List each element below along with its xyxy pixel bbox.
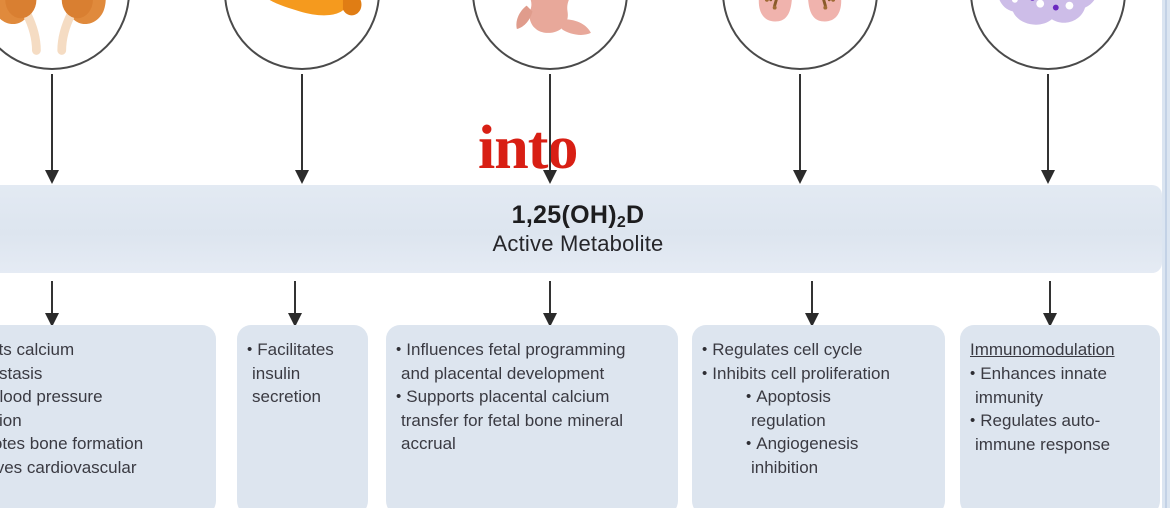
metabolite-formula: 1,25(OH)2D <box>511 200 645 231</box>
outcome-item-text: Improves cardiovascular <box>0 458 137 478</box>
outcome-item-text: immunity <box>975 387 1044 407</box>
bullet-icon: • <box>970 412 976 430</box>
outcome-item: regulation <box>0 410 206 433</box>
outcome-item: •Supports placental calcium <box>396 386 668 409</box>
outcome-item-text: regulation <box>0 410 22 430</box>
bullet-icon: • <box>702 364 708 382</box>
outcome-item: homeostasis <box>0 363 206 386</box>
outcome-item: immune response <box>970 434 1150 457</box>
outcome-item-text: Apoptosis <box>756 387 831 407</box>
outcome-item: inhibition <box>702 457 935 480</box>
outcome-item: health <box>0 481 206 504</box>
bullet-icon: • <box>247 341 253 358</box>
overlay-annotation-into: into <box>478 114 578 182</box>
arrow-organ-to-metabolite-3 <box>543 74 557 186</box>
arrow-organ-to-metabolite-1 <box>45 74 59 186</box>
metabolite-formula-prefix: 1,25(OH) <box>511 200 617 229</box>
outcome-item-text: Impacts calcium <box>0 340 75 359</box>
metabolite-formula-suffix: D <box>626 200 645 229</box>
fetus-icon <box>516 0 591 35</box>
outcome-item: •Aids blood pressure <box>0 386 206 409</box>
outcome-item-text: Aids blood pressure <box>0 387 103 407</box>
outcome-item-text: Angiogenesis <box>756 434 859 454</box>
outcome-item: •Inhibits cell proliferation <box>702 363 935 386</box>
bullet-icon: • <box>396 388 402 406</box>
outcome-item: •Impacts calcium <box>0 339 206 362</box>
outcome-item: transfer for fetal bone mineral <box>396 410 668 433</box>
outcome-item-text: homeostasis <box>0 363 43 383</box>
outcome-item: immunity <box>970 387 1150 410</box>
outcome-item-text: regulation <box>751 410 826 430</box>
arrow-organ-to-metabolite-2 <box>295 74 309 186</box>
outcome-item-text: inhibition <box>751 458 819 478</box>
outcome-item: accrual <box>396 433 668 456</box>
lungs-icon <box>758 0 842 22</box>
outcome-item-text: Supports placental calcium <box>406 387 610 407</box>
immune-cell-icon <box>999 0 1095 25</box>
outcome-item: regulation <box>702 410 935 433</box>
outcome-box-cell-cycle: •Regulates cell cycle•Inhibits cell prol… <box>692 325 945 508</box>
outcome-item-text: and placental development <box>401 363 605 383</box>
outcome-item-text: Promotes bone formation <box>0 434 144 454</box>
organ-circle-immune-cell <box>970 0 1126 70</box>
outcome-item-text: Regulates auto- <box>980 411 1101 431</box>
bullet-icon: • <box>746 388 752 406</box>
outcome-item-text: transfer for fetal bone mineral <box>401 410 624 430</box>
arrow-metabolite-to-outcome-4 <box>805 281 819 329</box>
organ-circle-pancreas <box>224 0 380 70</box>
outcome-item: •Enhances innate <box>970 363 1150 386</box>
bullet-icon: • <box>702 341 708 358</box>
outcome-item: insulin <box>247 363 358 386</box>
outcome-list: •Regulates cell cycle•Inhibits cell prol… <box>702 339 935 480</box>
arrow-organ-to-metabolite-5 <box>1041 74 1055 186</box>
bullet-icon: • <box>746 435 752 453</box>
bullet-icon: • <box>970 365 976 383</box>
outcome-item-text: insulin <box>252 363 301 383</box>
outcome-item-text: secretion <box>252 387 321 407</box>
outcome-item-text: health <box>0 481 206 504</box>
outcome-item: •Apoptosis <box>702 386 935 409</box>
arrow-metabolite-to-outcome-3 <box>543 281 557 329</box>
organ-circle-fetus <box>472 0 628 70</box>
pancreas-icon <box>269 0 362 16</box>
arrow-metabolite-to-outcome-1 <box>45 281 59 329</box>
metabolite-subtitle: Active Metabolite <box>492 231 664 257</box>
organ-circle-lungs <box>722 0 878 70</box>
outcome-item: •Angiogenesis <box>702 433 935 456</box>
outcome-box-renal: •Impacts calciumhomeostasis •Aids blood p… <box>0 325 216 508</box>
outcome-heading: Immunomodulation <box>970 340 1115 359</box>
organ-circle-kidneys <box>0 0 130 70</box>
arrow-metabolite-to-outcome-5 <box>1043 281 1057 329</box>
kidneys-icon <box>0 0 106 55</box>
outcome-item-text: Influences fetal programming <box>406 340 626 359</box>
outcome-item-text: immune response <box>975 434 1111 454</box>
outcome-item-text: accrual <box>401 434 456 454</box>
outcome-item-text: Facilitates <box>257 340 334 359</box>
outcome-list: •Impacts calciumhomeostasis •Aids blood p… <box>0 339 206 503</box>
outcome-item: •Influences fetal programming <box>396 339 668 362</box>
arrow-organ-to-metabolite-4 <box>793 74 807 186</box>
outcome-item: secretion <box>247 386 358 409</box>
bullet-icon: • <box>396 341 402 358</box>
metabolite-formula-subscript: 2 <box>616 213 627 231</box>
outcome-item: and placental development <box>396 363 668 386</box>
outcome-item: •Regulates auto- <box>970 410 1150 433</box>
outcome-item-text: Regulates cell cycle <box>712 340 863 359</box>
outcome-item: •Promotes bone formation <box>0 433 206 456</box>
active-metabolite-bar: 1,25(OH)2D Active Metabolite <box>0 185 1162 273</box>
right-edge-strip-line <box>1165 0 1167 508</box>
outcome-item: •Regulates cell cycle <box>702 339 935 362</box>
outcome-item-text: Enhances innate <box>980 364 1107 384</box>
outcome-item: •Facilitates <box>247 339 358 362</box>
outcome-item: •Improves cardiovascular <box>0 457 206 480</box>
arrow-metabolite-to-outcome-2 <box>288 281 302 329</box>
outcome-item-text: Inhibits cell proliferation <box>712 363 890 383</box>
